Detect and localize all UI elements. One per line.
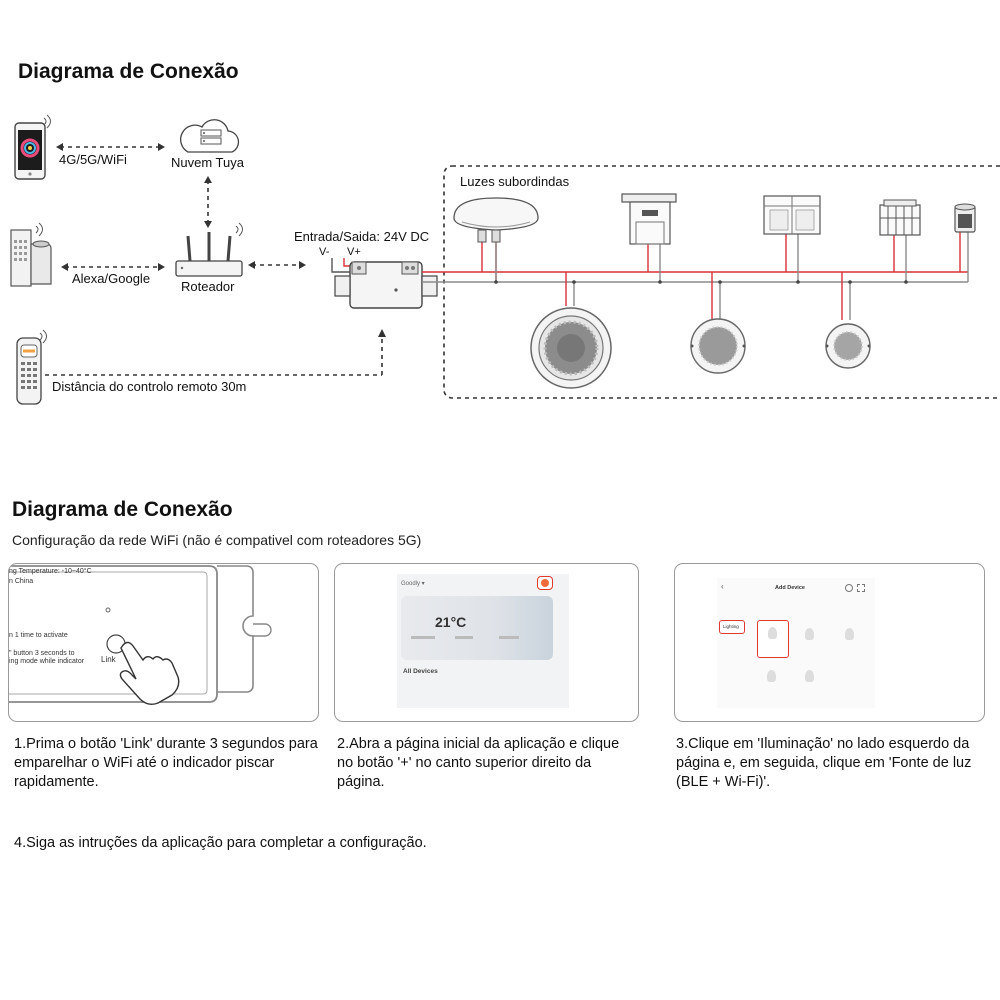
power-label: Entrada/Saida: 24V DC [294,229,430,244]
smart-speaker-icon [10,222,52,287]
step1-image-card: ng Temperature: -10~40°C n China n 1 tim… [8,563,319,722]
light-source-ble-wifi-highlight[interactable] [757,620,789,658]
step2-image-card: Goodly ▾ 21°C All Devices [334,563,639,722]
scan-icon[interactable] [857,584,865,592]
bollard-light-icon [954,203,976,233]
router-label: Roteador [181,279,235,294]
cloud-label: Nuvem Tuya [171,155,244,170]
card1-temp-line: ng Temperature: -10~40°C [9,568,92,575]
step2-text: 2.Abra a página inicial da aplicação e c… [337,736,620,790]
connection-diagram [10,114,1000,405]
app-home-screenshot: Goodly ▾ 21°C All Devices [397,574,569,708]
lighting-category-label: Lighting [723,624,739,629]
back-chevron-icon[interactable]: ‹ [721,582,724,591]
wire-junctions [494,280,908,284]
controller-closeup-illustration [9,565,272,706]
pool-lamp-icon [453,197,539,243]
card1-instr-line2: " button 3 seconds to [9,650,75,657]
remote-distance-label: Distância do controlo remoto 30m [52,379,247,394]
settings-icon[interactable] [845,584,853,592]
cloud-icon [180,119,240,153]
small-round-light-icon [825,323,871,369]
wall-light-icon [763,195,821,235]
medium-round-light-icon [690,318,746,374]
bulb-icon [805,628,814,640]
smartphone-icon [14,114,51,180]
bulb-icon [845,628,854,640]
arrowheads [56,143,386,337]
weather-card: 21°C [401,596,553,660]
light-bus-wires [422,232,969,320]
card1-instr-line3: ing mode while indicator [9,658,85,665]
large-round-light-icon [530,307,612,389]
all-devices-label: All Devices [403,668,438,675]
slave-lights-label: Luzes subordindas [460,174,570,189]
spot-light-icon [621,193,677,245]
weather-temp: 21°C [435,614,467,630]
router-icon [175,222,243,277]
app-home-header: Goodly ▾ [401,581,425,587]
card1-instr-line1: n 1 time to activate [9,632,68,639]
power-input-wires [331,258,350,273]
grid-light-icon [879,199,921,236]
v-minus-label: V- [319,246,330,258]
link-button-label: Link [101,655,116,664]
lighting-category-highlight[interactable]: Lighting [719,620,745,634]
add-button-highlight [537,576,553,590]
controller-module-icon [334,261,438,309]
step3-image-card: ‹ Add Device Lighting [674,563,985,722]
bulb-icon [768,627,777,639]
wifi-config-subtitle: Configuração da rede WiFi (não é compati… [12,532,422,548]
card1-origin-line: n China [9,578,34,585]
plus-icon [541,579,549,587]
section2-title: Diagrama de Conexão [12,498,233,521]
wifi-label: 4G/5G/WiFi [59,152,127,167]
add-device-header: Add Device [775,585,805,591]
step3-text: 3.Clique em 'Iluminação' no lado esquerd… [676,736,972,790]
add-device-screenshot: ‹ Add Device Lighting [717,578,875,708]
section1-title: Diagrama de Conexão [18,60,239,83]
step4-text: 4.Siga as intruções da aplicação para co… [14,835,427,851]
v-plus-label: V+ [347,246,361,258]
step1-text: 1.Prima o botão 'Link' durante 3 segundo… [14,736,318,790]
bulb-icon [805,670,814,682]
remote-control-icon [16,329,47,405]
alexa-label: Alexa/Google [72,271,151,286]
bulb-icon [767,670,776,682]
